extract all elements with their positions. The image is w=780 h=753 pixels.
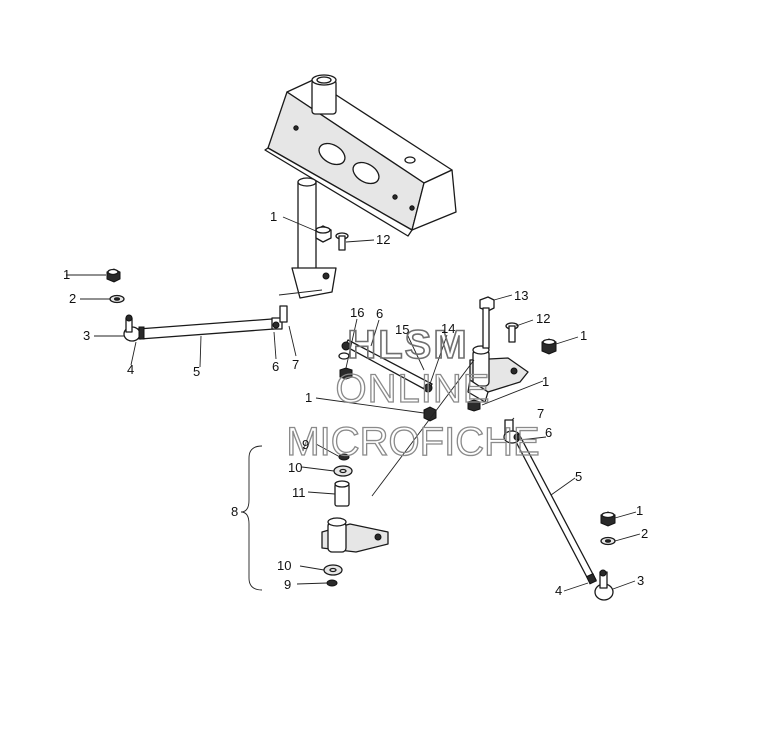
callout-15: 15 — [395, 322, 409, 337]
washer-left — [109, 294, 125, 304]
callout-16: 16 — [350, 305, 364, 320]
callout-7-left: 7 — [292, 357, 299, 372]
callout-5-tie-rod-left: 5 — [193, 364, 200, 379]
callout-4-jam-nut-left: 4 — [127, 362, 134, 377]
callout-5-tie-rod-right: 5 — [575, 469, 582, 484]
callout-14: 14 — [441, 321, 455, 336]
nut-middle-center — [423, 406, 437, 422]
bolt-12-right — [505, 322, 519, 343]
callout-2-washer-left: 2 — [69, 291, 76, 306]
callout-2-washer-right: 2 — [641, 526, 648, 541]
bolt-12-top — [335, 232, 349, 251]
leader-lines — [66, 216, 641, 592]
frame-support-bracket — [264, 74, 457, 237]
nut-top — [315, 225, 332, 243]
callout-12-bolt-top: 12 — [376, 232, 390, 247]
callout-1-nut-mid-right: 1 — [542, 374, 549, 389]
callout-11: 11 — [292, 485, 306, 500]
washer-right-lower — [600, 536, 616, 546]
bolt-13 — [479, 296, 495, 349]
right-tie-rod-assembly — [503, 419, 614, 601]
callout-4-jam-nut-right: 4 — [555, 583, 562, 598]
steering-post — [291, 177, 337, 299]
watermark-line2: ONLINE — [336, 367, 491, 411]
callout-7-right: 7 — [537, 406, 544, 421]
callout-labels: 1 12 13 12 1 16 6 15 14 1 1 1 2 3 4 5 6 … — [63, 209, 648, 598]
callout-9-bottom: 9 — [284, 577, 291, 592]
callout-1-nut-left: 1 — [63, 267, 70, 282]
nut-right-lower — [600, 511, 616, 527]
callout-13-bolt: 13 — [514, 288, 528, 303]
left-tie-rod-assembly — [123, 305, 288, 342]
callout-12-bolt-right: 12 — [536, 311, 550, 326]
idler-arm — [321, 517, 389, 553]
callout-3-rod-end-left: 3 — [83, 328, 90, 343]
nut-middle-right — [467, 399, 481, 412]
watermark-line3: MICROFICHE — [286, 420, 539, 464]
callout-10-bottom: 10 — [277, 558, 291, 573]
callout-9-top: 9 — [302, 437, 309, 452]
nut-right-upper — [541, 338, 557, 355]
callout-10-top: 10 — [288, 460, 302, 475]
callout-1-nut-top: 1 — [270, 209, 277, 224]
callout-6-drag-link: 6 — [376, 306, 383, 321]
callout-1-nut-mid-left: 1 — [305, 390, 312, 405]
nut-left — [106, 268, 121, 283]
callout-8: 8 — [231, 504, 238, 519]
watermark: HLSM ONLINE MICROFICHE — [286, 322, 541, 464]
watermark-line1: HLSM — [347, 323, 468, 367]
callout-3-rod-end-right: 3 — [637, 573, 644, 588]
callout-1-nut-right-upper: 1 — [580, 328, 587, 343]
callout-6-left: 6 — [272, 359, 279, 374]
bracket-8 — [240, 445, 263, 591]
callout-6-right: 6 — [545, 425, 552, 440]
callout-1-nut-right-lower: 1 — [636, 503, 643, 518]
